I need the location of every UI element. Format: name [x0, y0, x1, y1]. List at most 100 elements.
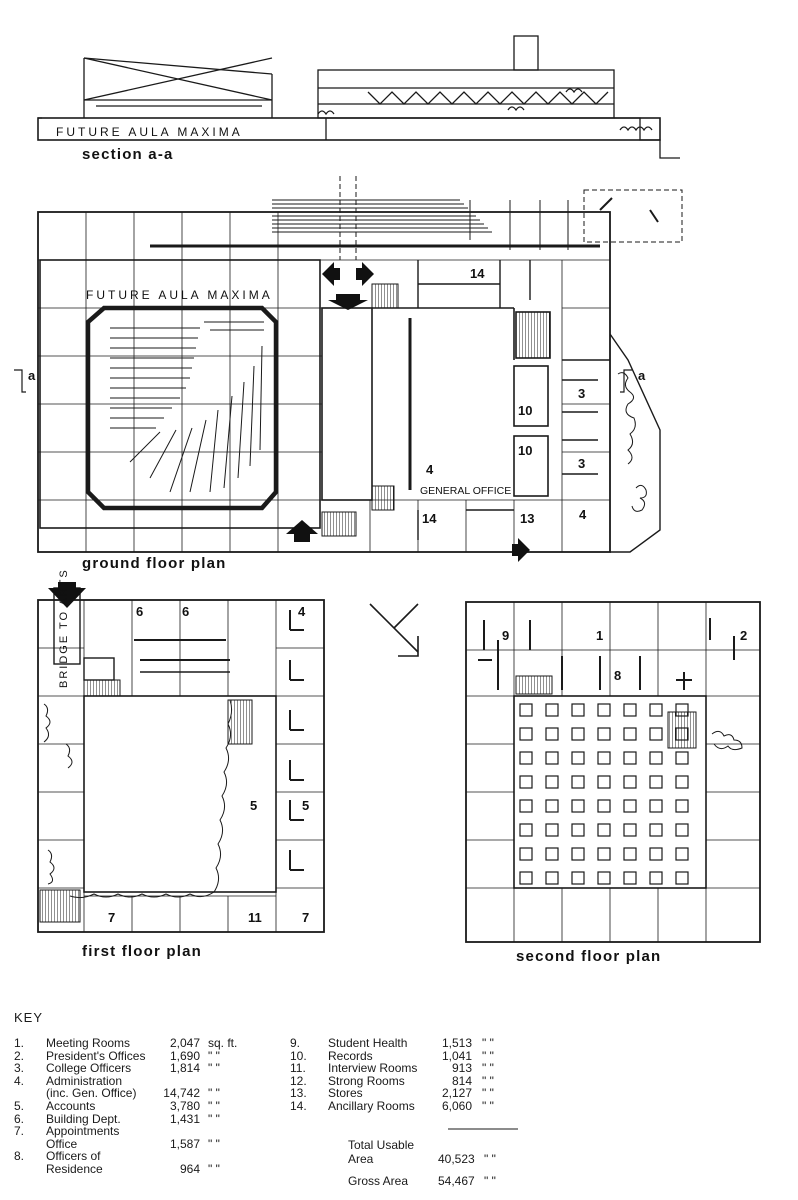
roof-light: [623, 727, 637, 741]
key-area: 964: [179, 1161, 200, 1176]
key-row-8: 8.Officers of: [14, 1150, 284, 1163]
key-number: 3.: [14, 1061, 25, 1076]
key-ditto: " ": [482, 1036, 494, 1050]
section-future-aula-label: FUTURE AULA MAXIMA: [56, 125, 243, 139]
key-ditto: " ": [482, 1098, 494, 1113]
key-area: 14,742: [163, 1086, 200, 1101]
roof-light: [675, 823, 689, 837]
key-room-name: Building Dept.: [46, 1111, 121, 1126]
key-number: 11.: [290, 1061, 306, 1076]
roof-light: [623, 751, 637, 765]
roof-light: [545, 727, 559, 741]
key-row-4-cont: (inc. Gen. Office)14,742" ": [14, 1087, 284, 1100]
roof-light: [623, 823, 637, 837]
key-ditto: " ": [482, 1061, 494, 1076]
roof-light: [519, 727, 533, 741]
key-room-name: Office: [46, 1136, 78, 1151]
roof-light: [545, 751, 559, 765]
key-number: 14.: [290, 1098, 307, 1113]
bridge-to-arts-label: BRIDGE TO ARTS: [58, 568, 70, 688]
key-ditto: " ": [208, 1086, 220, 1101]
key-number: 8.: [14, 1149, 25, 1164]
roof-light: [649, 775, 663, 789]
total-usable-label-line1: Total Usable: [348, 1138, 415, 1152]
key-room-name: Student Health: [328, 1036, 408, 1050]
key-ditto: " ": [208, 1048, 220, 1063]
roof-light: [545, 847, 559, 861]
ground-room-3-lower: 3: [578, 456, 586, 471]
key-area: 2,127: [441, 1086, 472, 1101]
roof-light: [519, 751, 533, 765]
ground-room-3-upper: 3: [578, 386, 586, 401]
ground-room-14-north: 14: [470, 266, 485, 281]
key-area: 6,060: [441, 1098, 472, 1113]
key-room-name: Administration: [46, 1073, 123, 1088]
total-usable-ditto: " ": [484, 1152, 496, 1166]
key-room-name: College Officers: [46, 1061, 132, 1076]
roof-light: [649, 871, 663, 885]
ground-future-aula-label: FUTURE AULA MAXIMA: [86, 288, 273, 302]
key-room-name: Strong Rooms: [328, 1073, 405, 1088]
key-ditto: " ": [208, 1111, 220, 1126]
first-floor-plan-drawing: [37, 582, 325, 933]
key-number: 13.: [290, 1086, 307, 1101]
plan-drawings: [14, 35, 761, 943]
first-room-6-right: 6: [182, 604, 190, 619]
roof-light: [545, 799, 559, 813]
roof-light: [571, 775, 585, 789]
first-floor-caption: first floor plan: [82, 943, 203, 960]
second-floor-plan-drawing: [465, 601, 761, 943]
gross-area-value: 54,467: [438, 1174, 475, 1188]
ground-room-10-lower: 10: [518, 443, 533, 458]
key-room-name: Interview Rooms: [328, 1061, 418, 1076]
roof-light: [675, 847, 689, 861]
key-number: 4.: [14, 1073, 25, 1088]
roof-light: [623, 799, 637, 813]
gross-area-label: Gross Area: [348, 1174, 409, 1188]
section-marker-left: a: [28, 368, 36, 383]
roof-light: [597, 799, 611, 813]
roof-light: [649, 751, 663, 765]
second-room-9: 9: [502, 628, 510, 643]
ground-room-13: 13: [520, 511, 535, 526]
ground-room-4-southeast: 4: [579, 507, 587, 522]
key-ditto: " ": [208, 1161, 220, 1176]
roof-light: [649, 799, 663, 813]
key-area: 1,041: [441, 1048, 472, 1063]
roof-light: [623, 775, 637, 789]
general-office-label: GENERAL OFFICE: [420, 485, 512, 497]
key-room-name: Accounts: [46, 1098, 96, 1113]
first-room-7-right: 7: [302, 910, 310, 925]
first-room-4: 4: [298, 604, 306, 619]
key-number: 6.: [14, 1111, 25, 1126]
section-marker-right: a: [638, 368, 646, 383]
roof-light: [519, 703, 533, 717]
key-number: 10.: [290, 1048, 307, 1063]
roof-light: [519, 775, 533, 789]
roof-light: [649, 703, 663, 717]
roof-light: [675, 799, 689, 813]
second-floor-caption: second floor plan: [516, 948, 662, 965]
first-room-11: 11: [248, 910, 262, 925]
roof-light: [545, 775, 559, 789]
roof-light: [675, 751, 689, 765]
roof-light: [675, 871, 689, 885]
key-row-6: 6.Building Dept.1,431" ": [14, 1111, 284, 1126]
roof-light: [545, 703, 559, 717]
first-room-5-court: 5: [250, 798, 258, 813]
ground-room-4-general: 4: [426, 462, 434, 477]
section-caption: section a-a: [82, 146, 174, 163]
key-ditto: " ": [208, 1136, 220, 1151]
key-number: 7.: [14, 1124, 25, 1139]
